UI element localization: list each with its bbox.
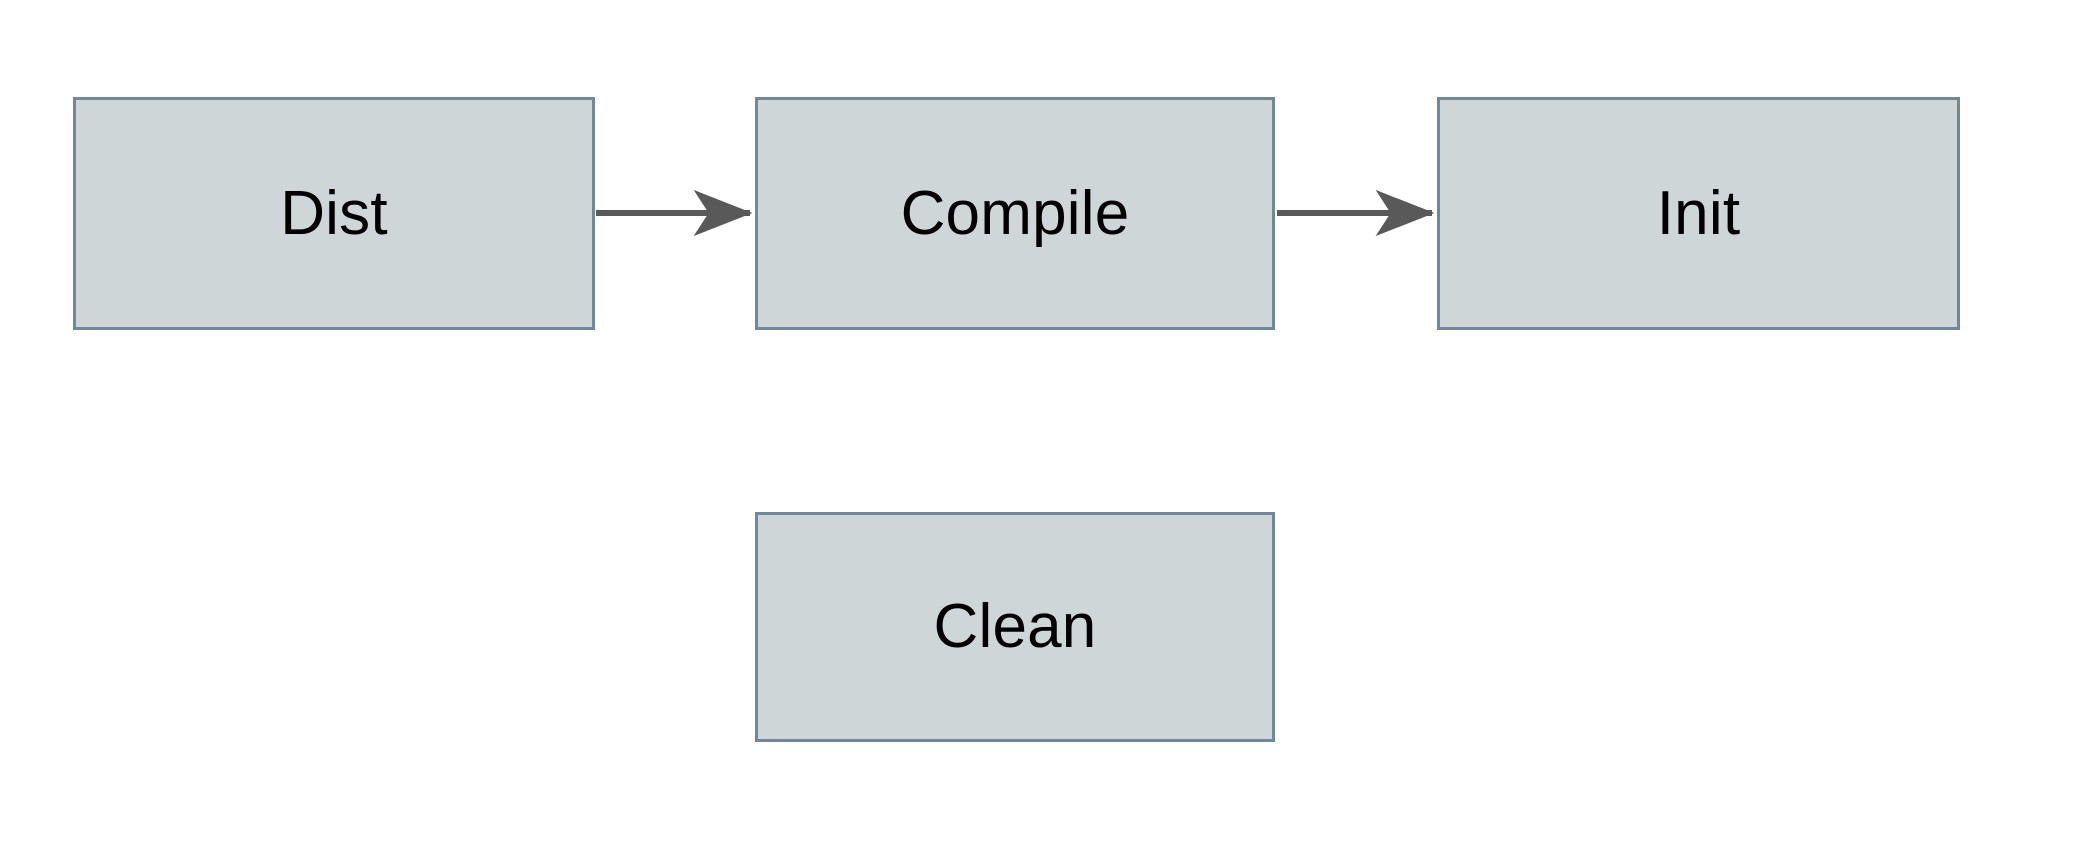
node-init-label: Init xyxy=(1656,178,1741,248)
node-compile[interactable]: Compile xyxy=(755,97,1275,330)
node-compile-label: Compile xyxy=(900,178,1130,248)
node-clean[interactable]: Clean xyxy=(755,512,1275,742)
node-clean-label: Clean xyxy=(933,592,1097,661)
node-dist-label: Dist xyxy=(280,178,388,248)
node-init[interactable]: Init xyxy=(1437,97,1960,330)
node-dist[interactable]: Dist xyxy=(73,97,595,330)
